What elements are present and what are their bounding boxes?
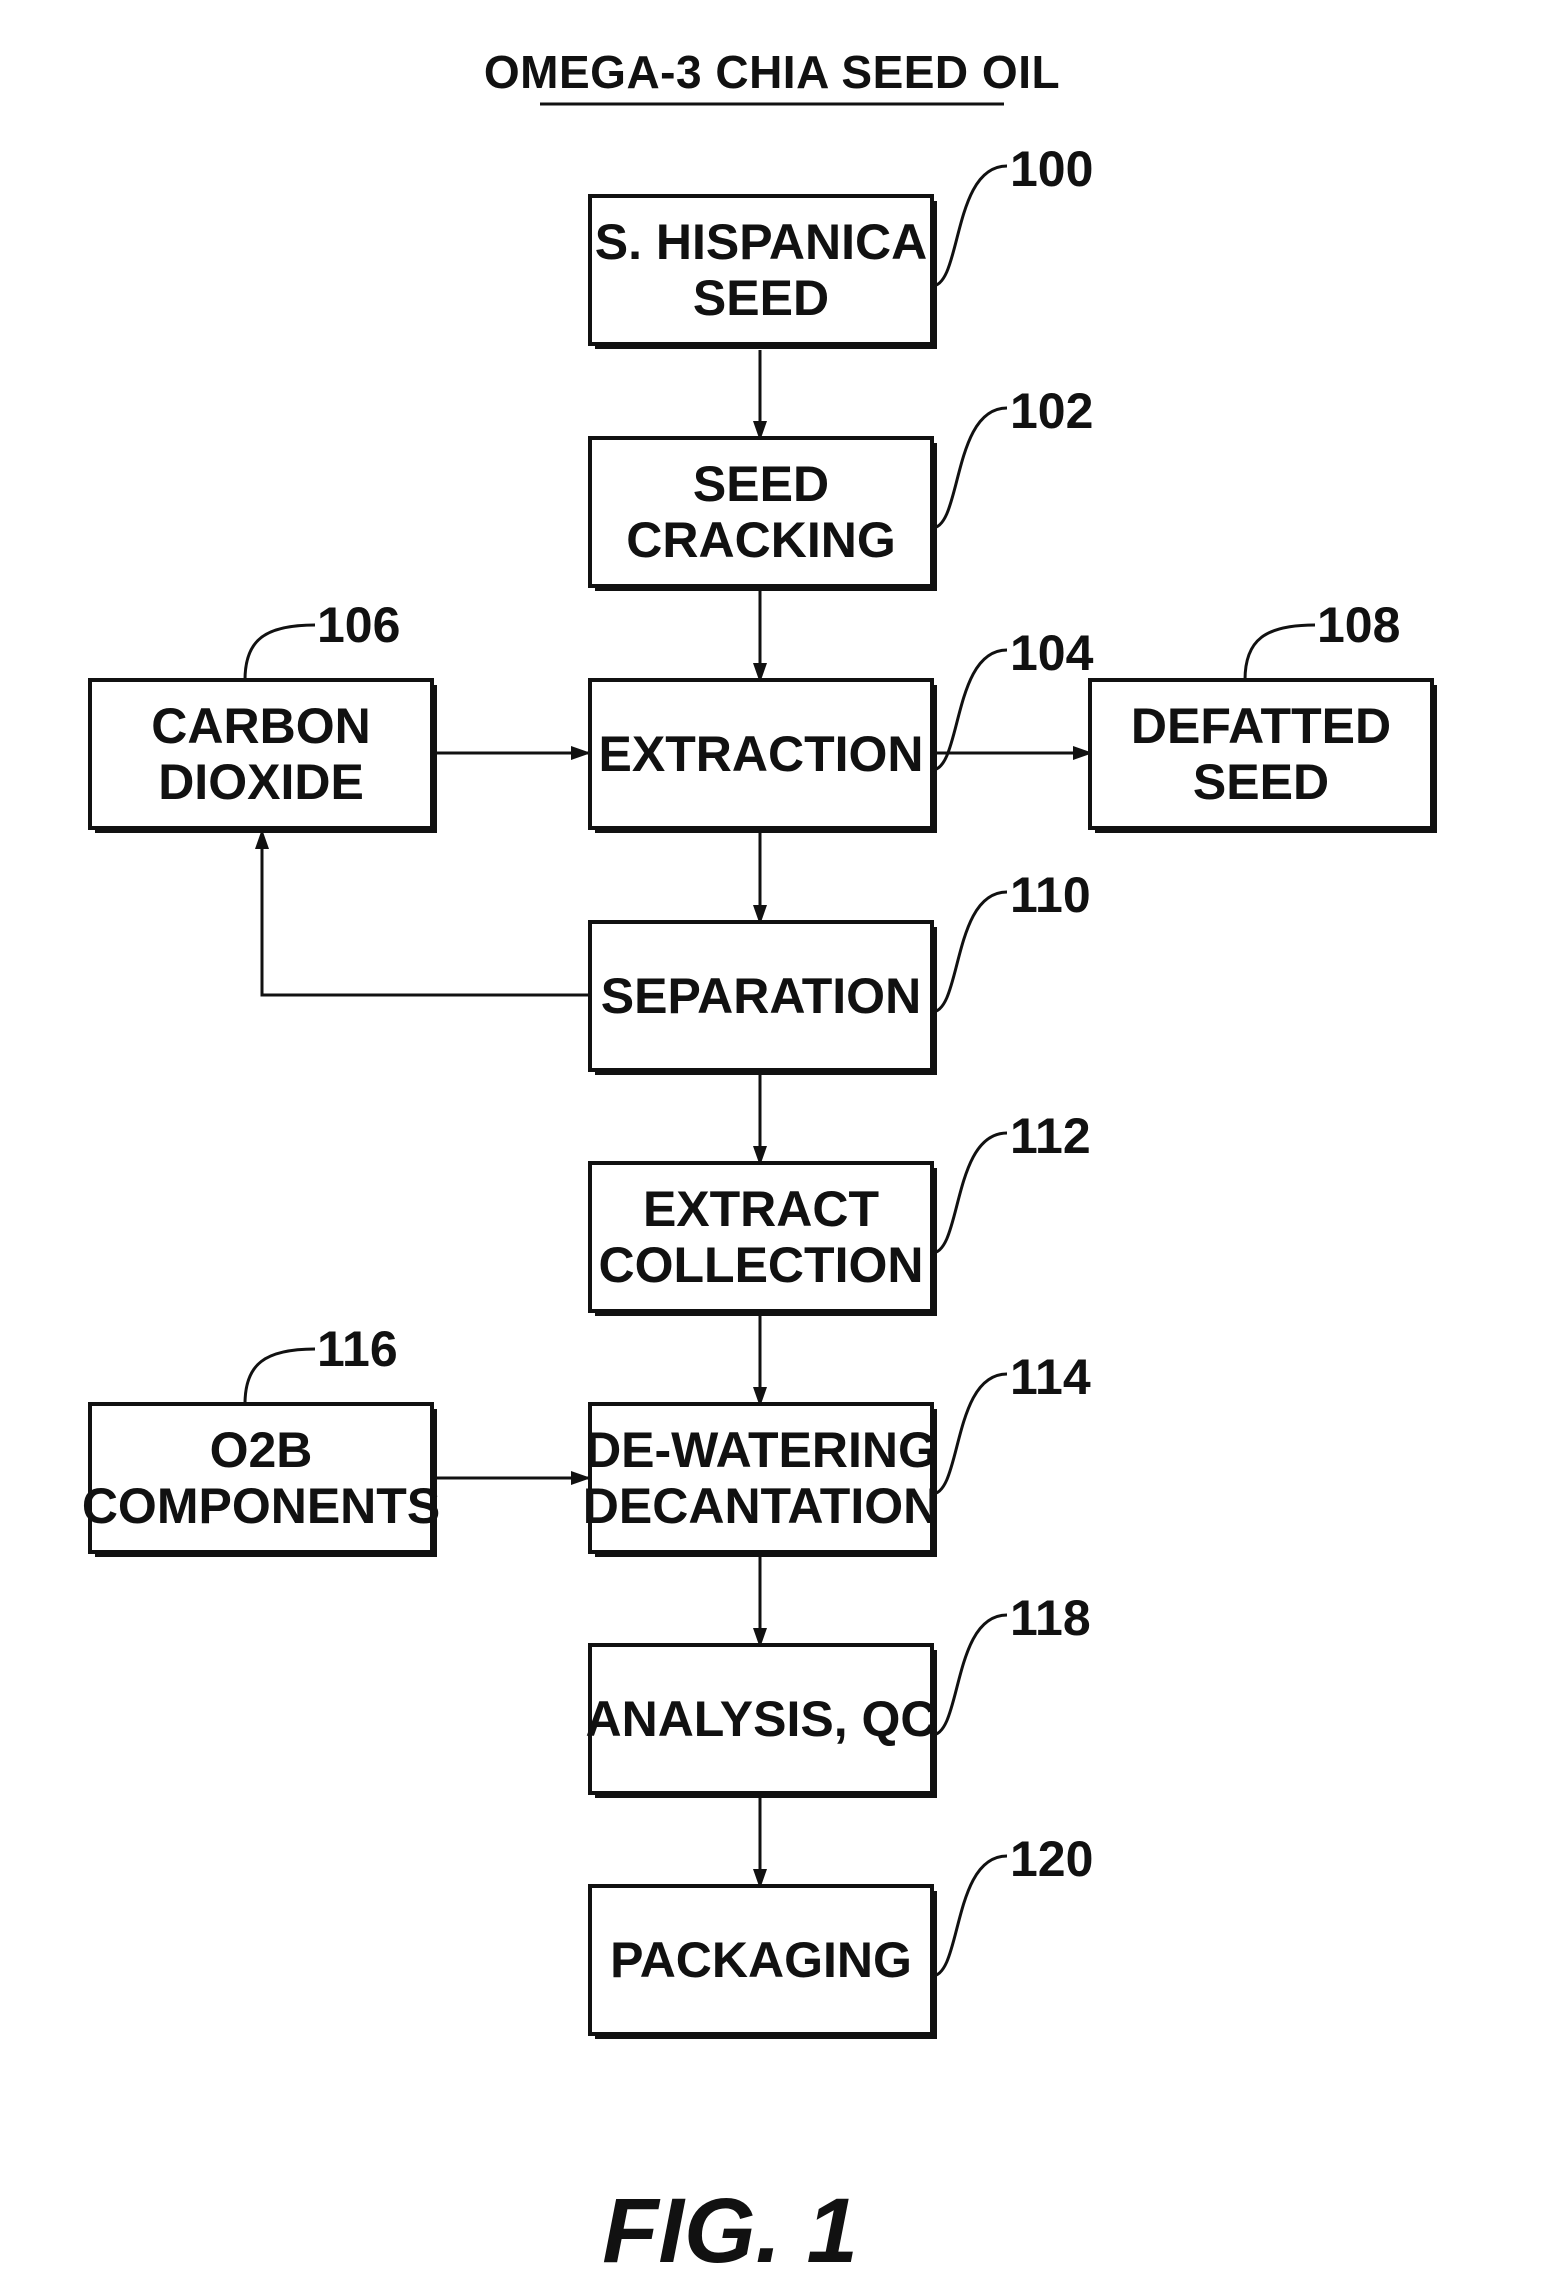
- ref-number: 104: [1010, 625, 1094, 681]
- ref-number: 108: [1317, 597, 1400, 653]
- figure-label: FIG. 1: [602, 2180, 858, 2282]
- box-defatted-seed: DEFATTEDSEED 108: [1090, 597, 1437, 833]
- box-label: PACKAGING: [610, 1932, 912, 1988]
- ref-leader: [245, 625, 315, 680]
- ref-leader: [932, 1374, 1007, 1494]
- box-label: S. HISPANICA: [595, 214, 927, 270]
- ref-leader: [932, 408, 1007, 528]
- box-label: O2B: [210, 1422, 313, 1478]
- box-label: COLLECTION: [599, 1237, 924, 1293]
- ref-number: 106: [317, 597, 400, 653]
- box-dewatering: DE-WATERINGDECANTATION 114: [583, 1349, 1091, 1557]
- box-separation: SEPARATION 110: [590, 867, 1091, 1075]
- box-analysis: ANALYSIS, QC 118: [585, 1590, 1090, 1798]
- ref-leader: [245, 1349, 315, 1404]
- box-label: SEED: [693, 270, 829, 326]
- box-seed: S. HISPANICASEED 100: [590, 141, 1093, 349]
- ref-number: 118: [1010, 1590, 1091, 1646]
- ref-number: 120: [1010, 1831, 1093, 1887]
- ref-number: 112: [1010, 1108, 1091, 1164]
- box-label: ANALYSIS, QC: [585, 1691, 936, 1747]
- ref-leader: [932, 1856, 1007, 1976]
- box-label: DEFATTED: [1131, 698, 1391, 754]
- ref-number: 114: [1010, 1349, 1091, 1405]
- box-label: DIOXIDE: [158, 754, 364, 810]
- arrow-separation-to-carbon-dioxide: [262, 830, 590, 995]
- box-label: COMPONENTS: [82, 1478, 440, 1534]
- box-carbon-dioxide: CARBONDIOXIDE 106: [90, 597, 437, 833]
- box-packaging: PACKAGING 120: [590, 1831, 1093, 2039]
- ref-leader: [1245, 625, 1315, 680]
- ref-number: 100: [1010, 141, 1093, 197]
- box-label: EXTRACTION: [599, 726, 924, 782]
- diagram-title: OMEGA-3 CHIA SEED OIL: [484, 46, 1060, 98]
- ref-leader: [932, 892, 1007, 1012]
- ref-leader: [932, 1615, 1007, 1735]
- box-extraction: EXTRACTION 104: [590, 625, 1094, 833]
- box-label: SEED: [693, 456, 829, 512]
- box-label: EXTRACT: [643, 1181, 879, 1237]
- ref-number: 102: [1010, 383, 1093, 439]
- box-label: SEPARATION: [601, 968, 921, 1024]
- ref-leader: [932, 1133, 1007, 1253]
- box-label: SEED: [1193, 754, 1329, 810]
- box-extract-collection: EXTRACTCOLLECTION 112: [590, 1108, 1091, 1316]
- ref-leader: [932, 166, 1007, 286]
- ref-number: 116: [317, 1321, 398, 1377]
- box-label: DE-WATERING: [585, 1422, 937, 1478]
- box-label: CARBON: [151, 698, 370, 754]
- ref-number: 110: [1010, 867, 1091, 923]
- box-o2b-components: O2BCOMPONENTS 116: [82, 1321, 440, 1557]
- box-cracking: SEEDCRACKING 102: [590, 383, 1093, 591]
- box-label: DECANTATION: [583, 1478, 939, 1534]
- box-label: CRACKING: [626, 512, 895, 568]
